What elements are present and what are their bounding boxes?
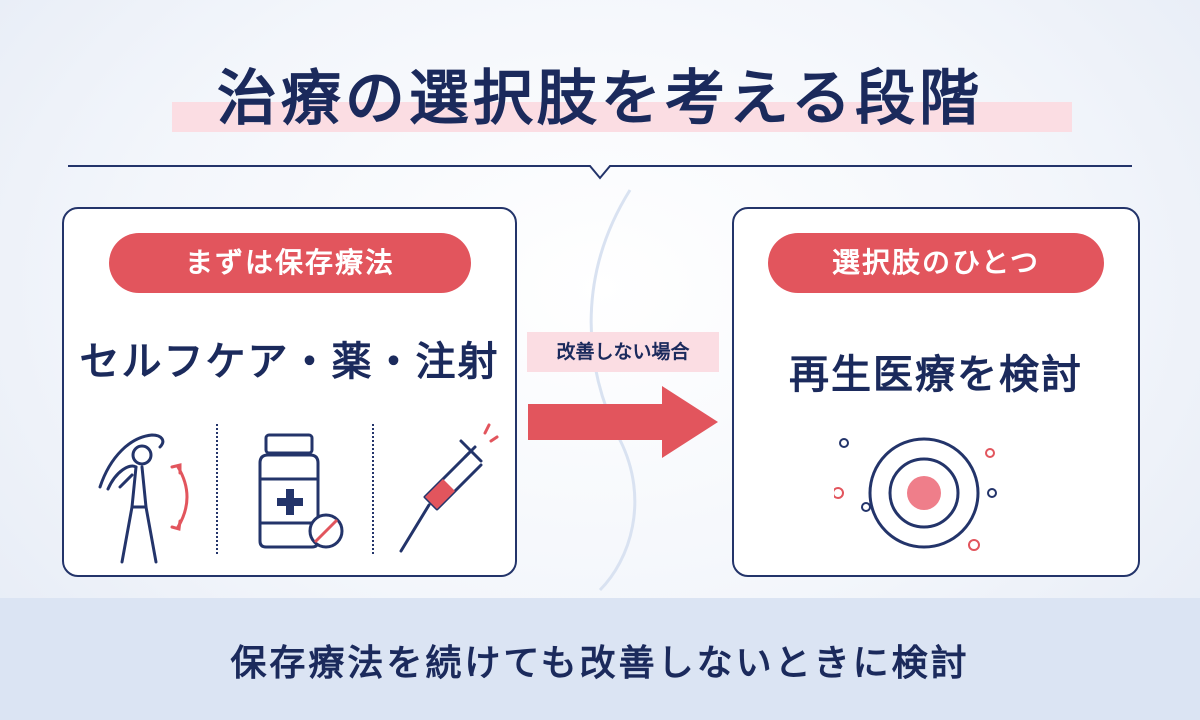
stretching-person-icon	[98, 433, 189, 564]
regenerative-medicine-panel: 選択肢のひとつ 再生医療を検討	[732, 207, 1140, 577]
title-highlight	[172, 102, 1072, 132]
medicine-bottle-icon	[258, 433, 344, 549]
syringe-icon	[399, 423, 499, 553]
title-divider	[68, 165, 1132, 180]
icon-divider-2	[372, 424, 374, 554]
page-title: 治療の選択肢を考える段階	[216, 64, 984, 134]
footer-text: 保存療法を続けても改善しないときに検討	[230, 643, 970, 684]
footer-band: 保存療法を続けても改善しないときに検討	[0, 598, 1200, 720]
title-area: 治療の選択肢を考える段階	[0, 40, 1200, 140]
regenerative-main-text: 再生医療を検討	[789, 352, 1083, 398]
conservative-treatment-panel: まずは保存療法 セルフケア・薬・注射	[62, 207, 517, 577]
conservative-badge: まずは保存療法	[109, 233, 471, 293]
conservative-main-text: セルフケア・薬・注射	[79, 339, 500, 385]
icon-divider-1	[216, 424, 218, 554]
condition-label: 改善しない場合	[527, 332, 719, 372]
flow-arrow-icon	[528, 386, 718, 458]
option-badge: 選択肢のひとつ	[768, 233, 1104, 293]
cell-icon	[834, 437, 997, 551]
